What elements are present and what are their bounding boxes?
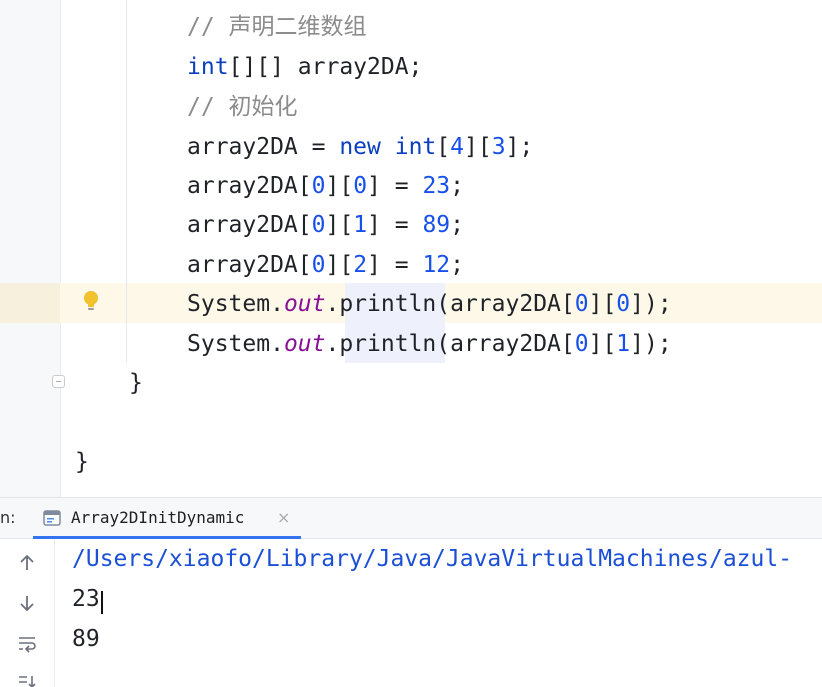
code-line[interactable]: array2DA[0][2] = 12; — [187, 245, 464, 285]
code-token: ]); — [630, 331, 672, 357]
code-token — [381, 134, 395, 160]
code-token: ] = — [367, 252, 423, 278]
code-token: 1 — [353, 212, 368, 238]
text-caret — [101, 591, 103, 614]
code-token: out — [283, 331, 326, 357]
code-token: 4 — [450, 134, 464, 160]
code-line[interactable]: System.out.println(array2DA[0][1]); — [187, 324, 672, 364]
code-token: } — [75, 449, 89, 475]
current-line-gutter — [0, 283, 60, 323]
arrow-up-icon[interactable] — [17, 553, 37, 573]
run-tool-window: n: Array2DInitDynamic × /Users/xiao — [0, 497, 822, 687]
code-token: 0 — [574, 331, 589, 357]
code-token: 1 — [616, 331, 631, 357]
active-tab-indicator — [33, 536, 301, 539]
code-token: ; — [450, 212, 464, 238]
code-token: ][ — [325, 252, 354, 278]
code-line[interactable]: array2DA[0][1] = 89; — [187, 205, 464, 245]
code-line[interactable]: } — [75, 442, 89, 482]
code-token: 0 — [311, 252, 326, 278]
console-line: 89 — [72, 626, 100, 652]
code-token: .println(array2DA[ — [325, 331, 575, 357]
code-token: ][ — [325, 173, 354, 199]
code-token: 23 — [422, 173, 451, 199]
code-token: ][ — [464, 134, 492, 160]
code-token: ; — [450, 173, 464, 199]
code-token: out — [283, 291, 326, 317]
code-line[interactable]: System.out.println(array2DA[0][0]); — [187, 284, 672, 324]
console-line: 23 — [72, 586, 100, 612]
code-line[interactable]: array2DA[0][0] = 23; — [187, 166, 464, 206]
code-token: 12 — [422, 252, 451, 278]
code-token: 3 — [491, 134, 506, 160]
code-token: [][] array2DA; — [228, 54, 423, 80]
code-token: .println(array2DA[ — [325, 291, 575, 317]
close-icon[interactable]: × — [277, 508, 291, 527]
lightbulb-icon[interactable] — [82, 290, 100, 314]
code-token: // 初始化 — [187, 94, 298, 120]
code-line[interactable]: int[][] array2DA; — [187, 47, 422, 87]
code-line[interactable]: array2DA = new int[4][3]; — [187, 127, 533, 167]
code-token: 0 — [311, 173, 326, 199]
run-configuration-icon — [43, 510, 61, 526]
code-token: 0 — [574, 291, 589, 317]
fold-marker-icon[interactable] — [52, 375, 65, 388]
code-token: ]); — [630, 291, 672, 317]
code-token: int — [394, 134, 437, 160]
identifier-highlight — [345, 283, 445, 363]
code-token: [ — [436, 134, 451, 160]
code-line[interactable]: // 声明二维数组 — [187, 7, 367, 47]
run-toolbar — [0, 539, 55, 687]
code-token: System. — [187, 291, 284, 317]
code-token: array2DA = — [187, 134, 340, 160]
tool-window-label: n: — [0, 508, 16, 527]
arrow-down-icon[interactable] — [17, 593, 37, 613]
code-token: array2DA[ — [187, 212, 312, 238]
console-line: /Users/xiaofo/Library/Java/JavaVirtualMa… — [72, 546, 793, 572]
editor-gutter[interactable] — [0, 0, 61, 497]
code-token: 0 — [311, 212, 326, 238]
code-token: ] = — [367, 173, 423, 199]
code-token: ][ — [325, 212, 354, 238]
scroll-to-end-icon[interactable] — [17, 673, 37, 687]
code-token: // 声明二维数组 — [187, 14, 367, 40]
soft-wrap-icon[interactable] — [17, 633, 37, 653]
run-tab-bar: n: Array2DInitDynamic × — [0, 498, 822, 539]
code-token: ] = — [367, 212, 423, 238]
code-token: ]; — [505, 134, 534, 160]
code-token: System. — [187, 331, 284, 357]
code-token: ; — [450, 252, 464, 278]
code-token: array2DA[ — [187, 173, 312, 199]
code-token: 0 — [353, 173, 368, 199]
code-token: 2 — [353, 252, 368, 278]
indent-guide — [126, 0, 127, 362]
tab-array2dinitdynamic[interactable]: Array2DInitDynamic × — [33, 498, 301, 539]
code-token: ][ — [588, 291, 617, 317]
console-output[interactable]: /Users/xiaofo/Library/Java/JavaVirtualMa… — [72, 539, 822, 687]
code-token: } — [129, 370, 143, 396]
code-line[interactable]: // 初始化 — [187, 87, 298, 127]
code-token: ][ — [588, 331, 617, 357]
code-line[interactable]: } — [129, 363, 143, 403]
code-token: int — [187, 54, 229, 80]
code-token: new — [339, 134, 381, 160]
code-token: 89 — [422, 212, 451, 238]
code-token: 0 — [616, 291, 631, 317]
code-token: array2DA[ — [187, 252, 312, 278]
tab-label: Array2DInitDynamic — [71, 508, 245, 527]
